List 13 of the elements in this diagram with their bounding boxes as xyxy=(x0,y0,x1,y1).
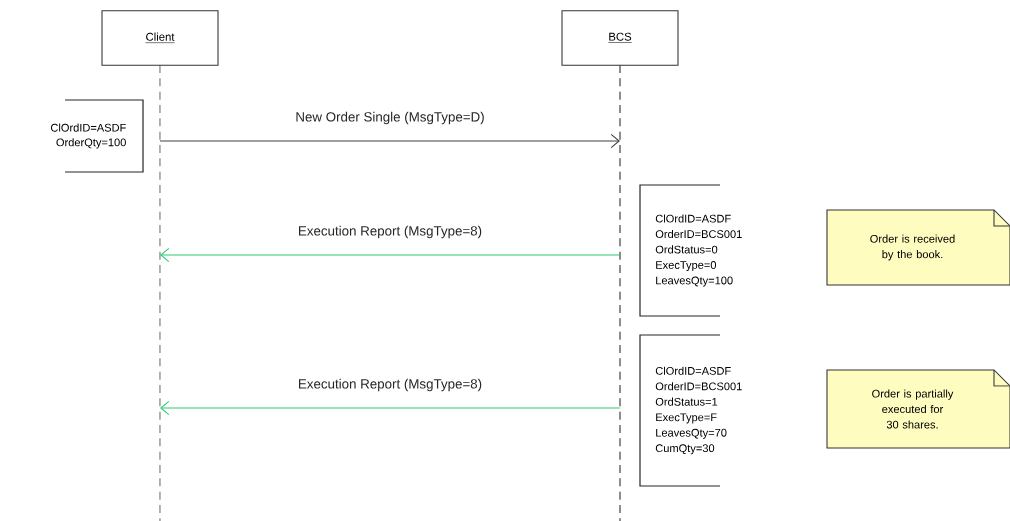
participant-box: BCS xyxy=(561,10,679,66)
comment-bracket: ClOrdID=ASDF OrderQty=100 xyxy=(50,99,144,173)
note: Order is partially executed for 30 shares. xyxy=(826,369,1010,449)
message-arrow xyxy=(159,133,620,149)
message-label: Execution Report (MsgType=8) xyxy=(299,378,482,392)
message-arrow xyxy=(160,400,621,416)
note: Order is received by the book. xyxy=(826,209,1010,286)
message-label: Execution Report (MsgType=8) xyxy=(299,225,482,239)
comment-bracket: ClOrdID=ASDF OrderID=BCS001 OrdStatus=0 ExecType=0 LeavesQty=100 xyxy=(639,184,742,317)
comment-bracket: ClOrdID=ASDF OrderID=BCS001 OrdStatus=1 ExecType=F LeavesQty=70 CumQty=30 xyxy=(639,334,742,487)
message-label: New Order Single (MsgType=D) xyxy=(296,111,484,125)
participant-box: Client xyxy=(101,10,219,66)
message-arrow xyxy=(160,247,621,263)
